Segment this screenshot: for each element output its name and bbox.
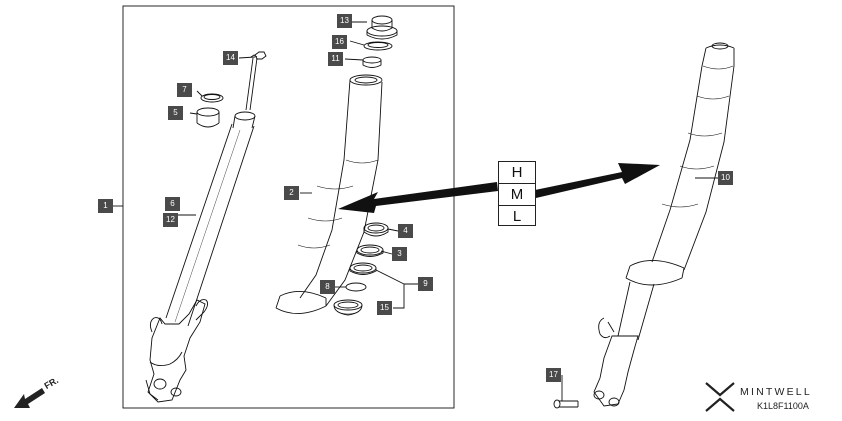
callout-14: 14 <box>223 51 238 65</box>
callout-4: 4 <box>398 224 413 238</box>
callout-8: 8 <box>320 280 335 294</box>
leader-14 <box>238 56 256 59</box>
assembled-fork <box>593 42 735 407</box>
part-16-ring <box>363 41 393 51</box>
callout-5: 5 <box>168 106 183 120</box>
leader-5 <box>189 112 198 115</box>
front-direction-arrow <box>14 388 45 408</box>
arrow-to-assembled-fork <box>535 163 660 198</box>
part-9-seal <box>349 262 377 275</box>
callout-3: 3 <box>392 247 407 261</box>
callout-1: 1 <box>98 199 113 213</box>
part-5-bushing <box>196 107 220 128</box>
callout-6: 6 <box>165 197 180 211</box>
diagram-code: K1L8F1100A <box>757 401 809 411</box>
part-13-cap <box>366 15 398 40</box>
callout-15: 15 <box>377 301 392 315</box>
part-4-seal <box>363 222 389 237</box>
callout-9: 9 <box>418 277 433 291</box>
callout-17: 17 <box>546 368 561 382</box>
brand-name: MINTWELL <box>740 386 812 398</box>
leader-4 <box>387 228 399 232</box>
leader-3 <box>380 250 393 255</box>
part-17-bolt <box>553 399 579 409</box>
leader-9b <box>375 269 405 285</box>
assembly-frame <box>122 5 455 409</box>
part-7-ring <box>200 93 224 103</box>
callout-10: 10 <box>718 171 733 185</box>
grade-h: H <box>499 162 535 184</box>
arrow-to-outer-tube <box>338 182 498 213</box>
callout-7: 7 <box>177 83 192 97</box>
leader-11 <box>344 58 364 61</box>
part-11-bushing <box>362 56 382 68</box>
inner-tube-assembly <box>145 54 258 403</box>
callout-2: 2 <box>284 186 299 200</box>
grade-table: H M L <box>498 161 536 226</box>
callout-13: 13 <box>337 14 352 28</box>
brand-logo-mark <box>705 382 735 412</box>
part-14-nut <box>254 51 267 60</box>
leader-16 <box>349 40 365 46</box>
leader-9 <box>393 283 418 309</box>
callout-12: 12 <box>163 213 178 227</box>
grade-m: M <box>499 184 535 206</box>
part-3-washer <box>356 244 384 257</box>
part-15-dust-seal <box>333 299 363 316</box>
part-8-clip <box>345 282 367 292</box>
callout-11: 11 <box>328 52 343 66</box>
leader-7 <box>196 90 203 97</box>
grade-l: L <box>512 208 522 225</box>
callout-16: 16 <box>332 35 347 49</box>
